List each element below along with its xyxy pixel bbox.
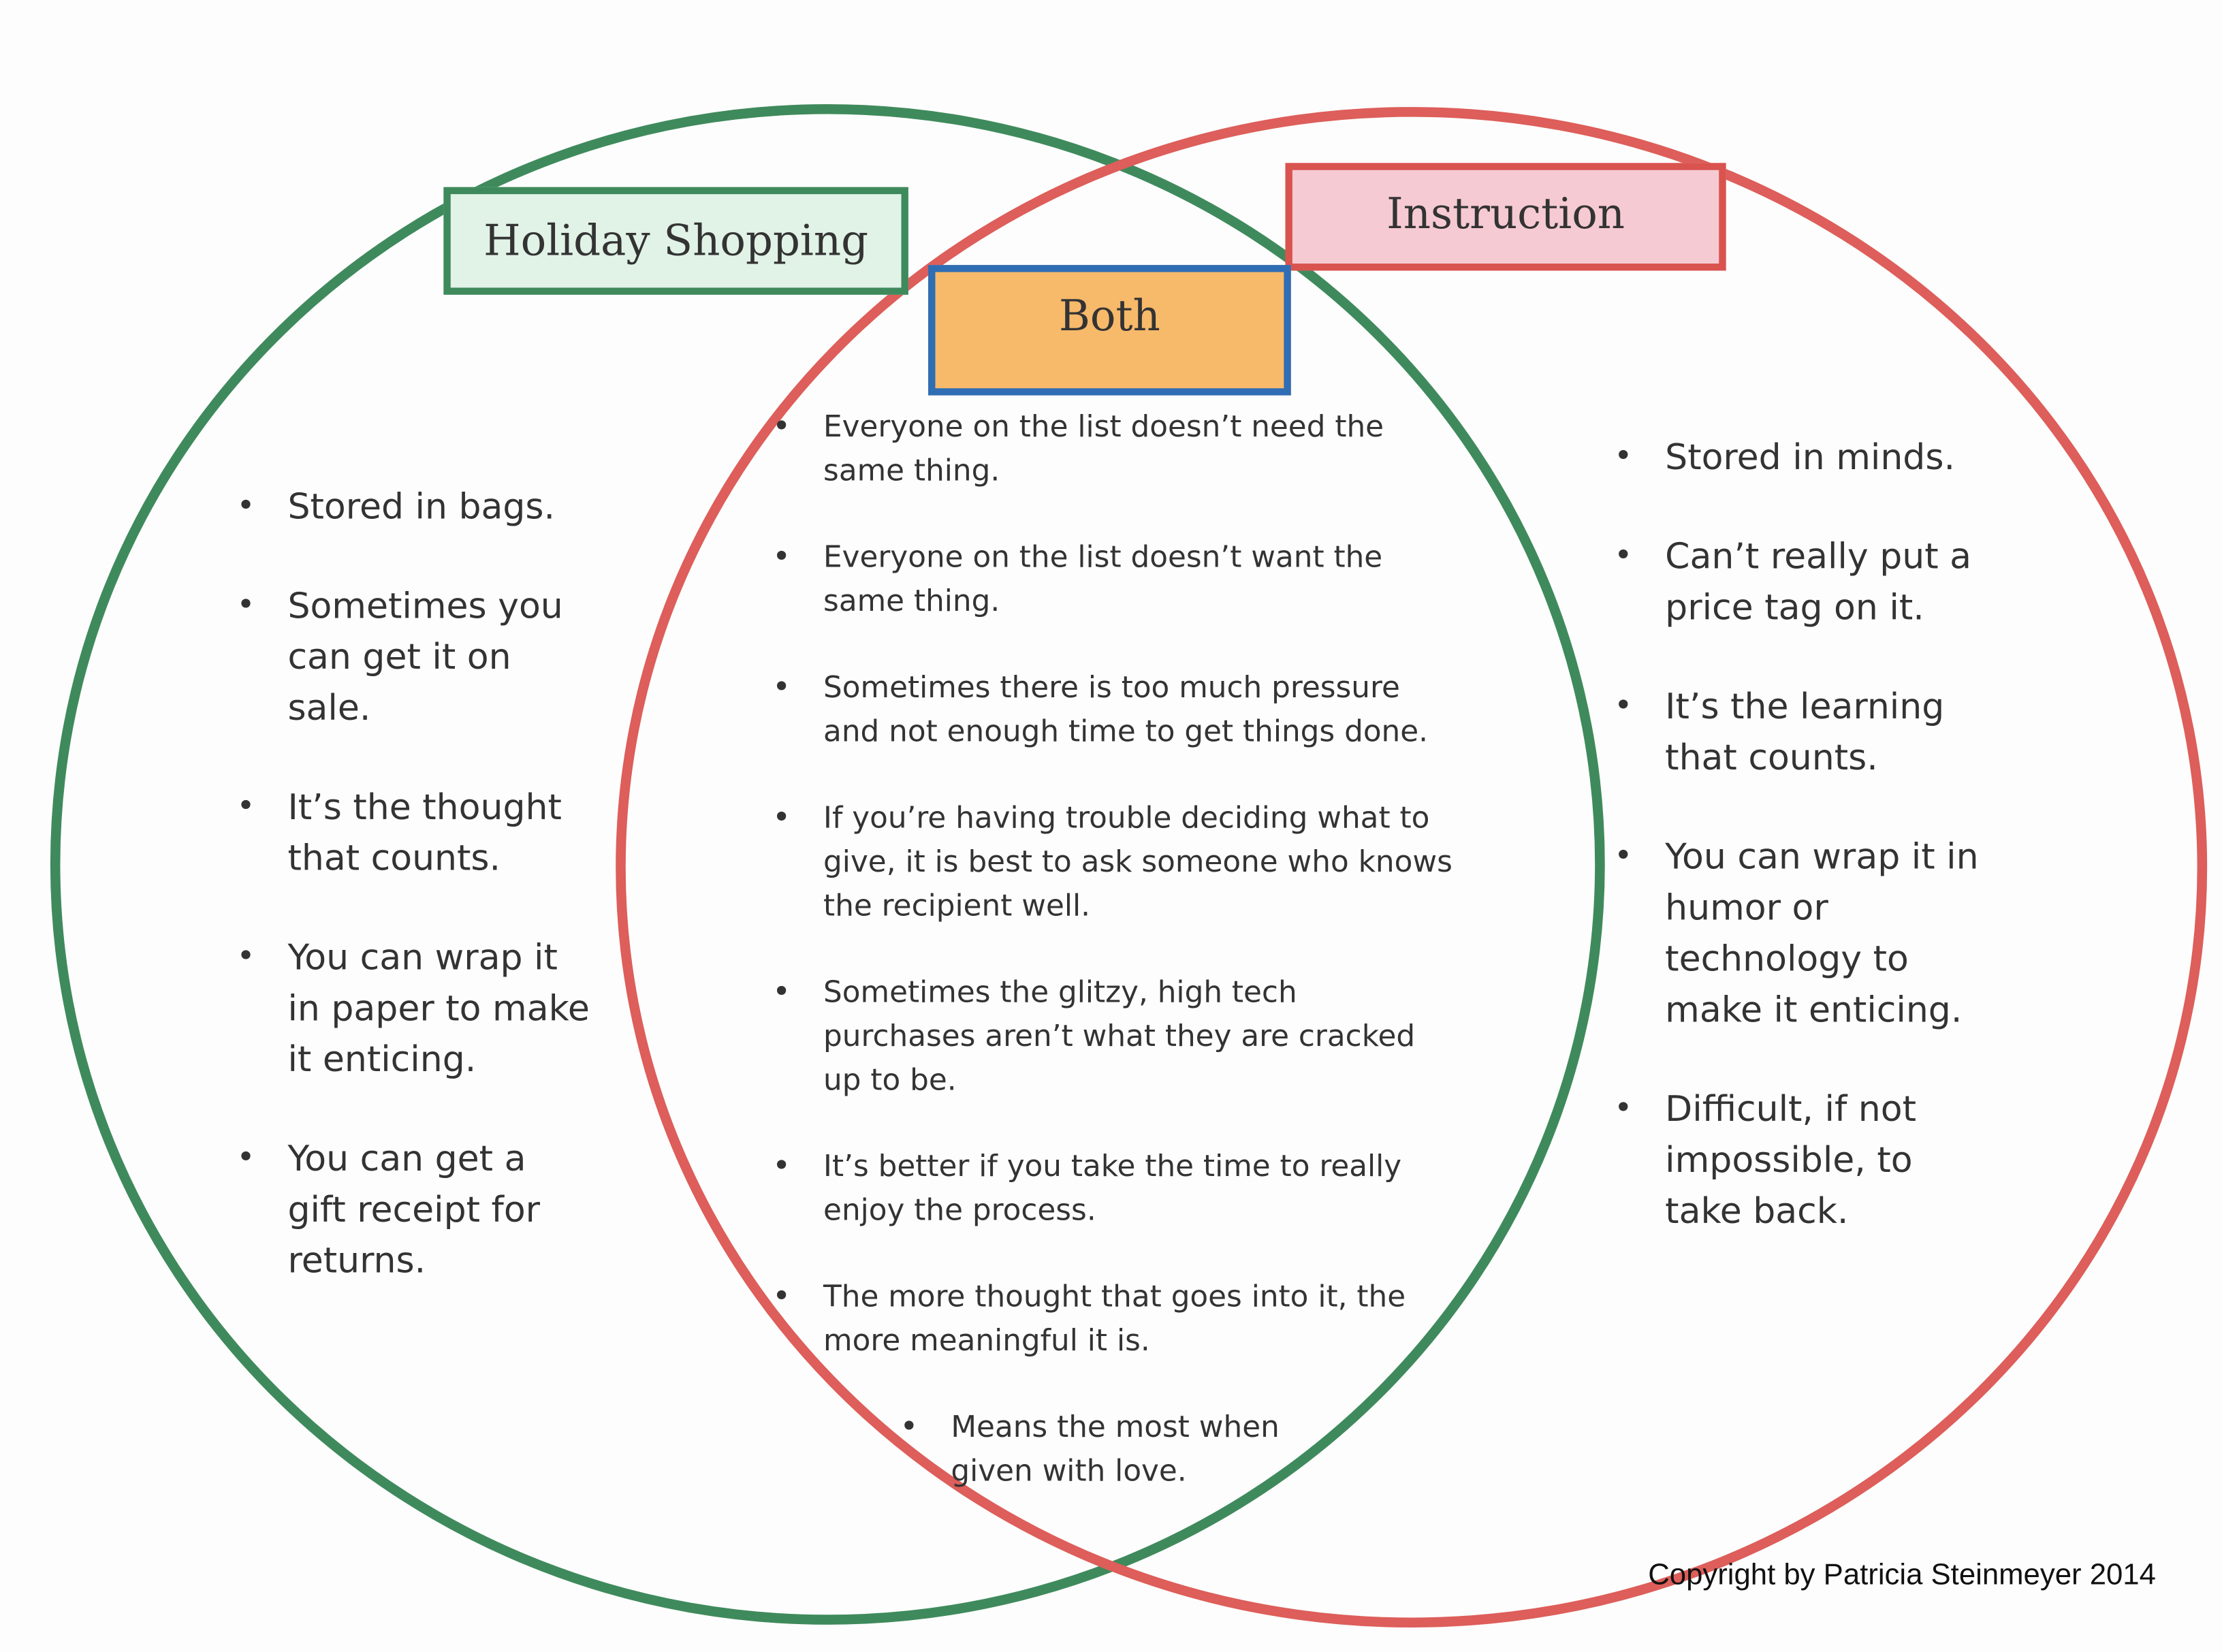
instruction-list: Stored in minds. Can’t really put a pric…: [1614, 432, 1984, 1286]
list-item: Means the most when given with love.: [900, 1405, 1305, 1493]
list-item: Difficult, if not impossible, to take ba…: [1614, 1084, 1984, 1237]
instruction-circle: [616, 107, 2208, 1628]
list-item: Stored in bags.: [237, 482, 592, 533]
list-item: Sometimes there is too much pressure and…: [772, 666, 1454, 754]
both-list: Everyone on the list doesn’t need the sa…: [772, 405, 1454, 1536]
list-item: You can wrap it in paper to make it enti…: [237, 932, 592, 1085]
list-item: Can’t really put a price tag on it.: [1614, 531, 1984, 633]
list-item: Sometimes you can get it on sale.: [237, 581, 592, 734]
label-text: Instruction: [1386, 189, 1625, 240]
instruction-label: Instruction: [1285, 163, 1726, 271]
holiday-shopping-list: Stored in bags. Sometimes you can get it…: [237, 482, 592, 1335]
label-text: Both: [1059, 291, 1160, 342]
list-item: It’s better if you take the time to real…: [772, 1145, 1454, 1233]
list-item: You can get a gift receipt for returns.: [237, 1134, 592, 1287]
list-item: Sometimes the glitzy, high tech purchase…: [772, 970, 1454, 1102]
holiday-shopping-label: Holiday Shopping: [443, 187, 908, 295]
list-item: If you’re having trouble deciding what t…: [772, 797, 1454, 929]
list-item: Stored in minds.: [1614, 432, 1984, 483]
list-item: It’s the learning that counts.: [1614, 682, 1984, 784]
list-item: It’s the thought that counts.: [237, 782, 592, 885]
label-text: Holiday Shopping: [483, 216, 869, 266]
list-item: Everyone on the list doesn’t want the sa…: [772, 536, 1454, 624]
holiday-shopping-circle: [50, 104, 1605, 1625]
both-label: Both: [928, 265, 1291, 396]
list-item: You can wrap it in humor or technology t…: [1614, 832, 1984, 1036]
copyright-text: Copyright by Patricia Steinmeyer 2014: [1648, 1559, 2156, 1591]
list-item: Everyone on the list doesn’t need the sa…: [772, 405, 1454, 493]
list-item: The more thought that goes into it, the …: [772, 1275, 1454, 1363]
